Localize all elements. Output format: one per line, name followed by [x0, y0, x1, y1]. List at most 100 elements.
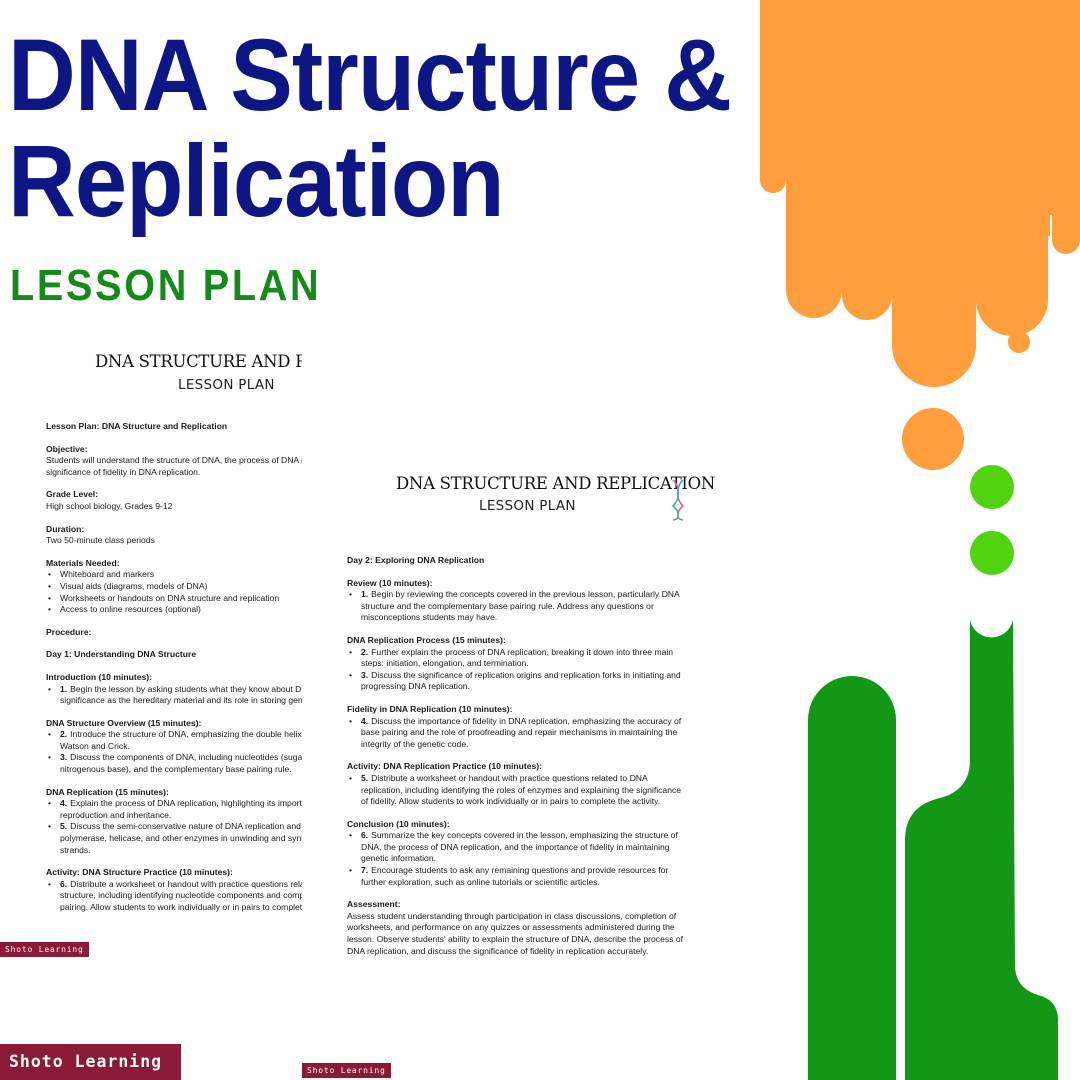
page1-replication-list: 4.Explain the process of DNA replication…	[46, 798, 302, 856]
page2-header-title: DNA STRUCTURE AND REPLICATION	[396, 474, 716, 493]
item-text: Watson and Crick.	[60, 740, 130, 751]
item-text: Discuss the significance of replication …	[371, 669, 681, 680]
item-text: of fidelity. Allow students to work indi…	[361, 796, 661, 807]
item-text: Discuss the components of DNA, including…	[70, 752, 302, 763]
item-number: 5.	[361, 772, 369, 783]
list-item: 3.Discuss the components of DNA, includi…	[48, 752, 302, 775]
page2-header-subtitle: LESSON PLAN	[479, 498, 576, 514]
item-text: replication, including identifying the r…	[361, 784, 682, 795]
item-number: 6.	[361, 830, 369, 841]
item-text: further exploration, such as online tuto…	[361, 876, 600, 887]
item-text: structure, including identifying nucleot…	[60, 890, 302, 901]
page2-activity-label: Activity: DNA Replication Practice (10 m…	[347, 761, 542, 772]
list-item: 1.Begin by reviewing the concepts covere…	[349, 589, 717, 624]
page1-objective-text: significance of fidelity in DNA replicat…	[46, 466, 201, 477]
page1-header-subtitle: LESSON PLAN	[178, 377, 275, 393]
page1-replication-label: DNA Replication (15 minutes):	[46, 786, 169, 797]
item-text: Begin the lesson by asking students what…	[70, 683, 302, 694]
item-text: significance as the hereditary material …	[60, 695, 302, 706]
list-item: Whiteboard and markers	[48, 569, 302, 581]
page1-day1-label: Day 1: Understanding DNA Structure	[46, 649, 197, 660]
page2-review-label: Review (10 minutes):	[347, 577, 433, 588]
page1-materials-list: Whiteboard and markers Visual aids (diag…	[46, 569, 302, 615]
list-item: 4.Explain the process of DNA replication…	[48, 798, 302, 821]
hero-title: DNA Structure &Replication	[8, 22, 732, 234]
item-text: Distribute a worksheet or handout with p…	[70, 878, 302, 889]
page1-grade-value: High school biology, Grades 9-12	[46, 500, 173, 511]
item-text: Distribute a worksheet or handout with p…	[371, 772, 648, 783]
list-item: 7.Encourage students to ask any remainin…	[349, 865, 717, 888]
item-text: reproduction and inheritance.	[60, 809, 172, 820]
page1-procedure-label: Procedure:	[46, 626, 92, 637]
item-number: 1.	[361, 589, 369, 600]
item-text: Introduce the structure of DNA, emphasiz…	[70, 729, 302, 740]
page1-intro-label: Introduction (10 minutes):	[46, 671, 152, 682]
page2-assessment-label: Assessment:	[347, 899, 401, 910]
item-number: 7.	[361, 865, 369, 876]
item-number: 2.	[60, 729, 68, 740]
page2-assessment-text: DNA replication, and discuss the signifi…	[347, 945, 649, 956]
page1-body: Lesson Plan: DNA Structure and Replicati…	[46, 421, 302, 914]
page2-conclusion-label: Conclusion (10 minutes):	[347, 818, 450, 829]
document-page-1: DNA STRUCTURE AND REPLICATION LESSON PLA…	[0, 340, 302, 960]
item-text: integrity of the genetic code.	[361, 738, 469, 749]
list-item: Access to online resources (optional)	[48, 604, 302, 616]
page2-assessment-text: lesson. Observe students' ability to exp…	[347, 934, 684, 945]
page2-activity-list: 5.Distribute a worksheet or handout with…	[347, 773, 717, 808]
page2-assessment-text: worksheets, and performance on any quizz…	[347, 922, 675, 933]
list-item: 3.Discuss the significance of replicatio…	[349, 669, 717, 693]
item-text: DNA, the process of DNA replication, and…	[361, 841, 670, 852]
page1-duration-label: Duration:	[46, 523, 85, 534]
page1-intro-list: 1.Begin the lesson by asking students wh…	[46, 684, 302, 707]
list-item: Worksheets or handouts on DNA structure …	[48, 593, 302, 605]
item-text: nitrogenous base), and the complementary…	[60, 764, 292, 775]
item-text: misconceptions students may have.	[361, 612, 498, 623]
page1-plan-title: Lesson Plan: DNA Structure and Replicati…	[46, 421, 228, 431]
brand-badge-page1: Shoto Learning	[0, 942, 89, 957]
page1-materials-label: Materials Needed:	[46, 557, 120, 568]
dna-helix-icon	[671, 479, 685, 521]
item-text: pairing. Allow students to work individu…	[60, 902, 302, 912]
list-item: 5.Discuss the semi-conservative nature o…	[48, 821, 302, 856]
page2-body: Day 2: Exploring DNA Replication Review …	[347, 555, 717, 957]
item-number: 3.	[361, 669, 369, 680]
list-item: 6.Distribute a worksheet or handout with…	[48, 878, 302, 914]
item-text: Summarize the key concepts covered in th…	[371, 830, 678, 841]
list-item: 6.Summarize the key concepts covered in …	[349, 830, 717, 865]
page2-conclusion-list: 6.Summarize the key concepts covered in …	[347, 830, 717, 888]
list-item: 2.Further explain the process of DNA rep…	[349, 646, 717, 670]
page2-process-list: 2.Further explain the process of DNA rep…	[347, 647, 717, 693]
list-item: Visual aids (diagrams, models of DNA)	[48, 581, 302, 593]
item-text: Begin by reviewing the concepts covered …	[371, 589, 680, 600]
green-drip-shape	[808, 620, 1058, 1080]
brand-badge-main: Shoto Learning	[0, 1044, 181, 1080]
item-text: base pairing and the role of proofreadin…	[361, 727, 678, 738]
item-text: Discuss the semi-conservative nature of …	[70, 821, 302, 832]
brand-badge-page2: Shoto Learning	[302, 1063, 391, 1078]
page2-review-list: 1.Begin by reviewing the concepts covere…	[347, 589, 717, 624]
item-text: Discuss the importance of fidelity in DN…	[371, 715, 682, 726]
item-text: polymerase, helicase, and other enzymes …	[60, 833, 302, 844]
item-text: Further explain the process of DNA repli…	[371, 646, 674, 657]
page1-header-title: DNA STRUCTURE AND REPLICATION	[95, 352, 302, 371]
item-number: 6.	[60, 878, 68, 889]
page2-day2-label: Day 2: Exploring DNA Replication	[347, 555, 485, 565]
item-number: 3.	[60, 752, 68, 763]
orange-drip-shape	[760, 0, 1080, 470]
page2-assessment-text: Assess student understanding through par…	[347, 910, 677, 921]
item-number: 4.	[60, 798, 68, 809]
page1-overview-list: 2.Introduce the structure of DNA, emphas…	[46, 729, 302, 775]
document-page-2: DNA STRUCTURE AND REPLICATION LESSON PLA…	[302, 462, 720, 962]
item-number: 2.	[361, 646, 369, 657]
page1-objective-label: Objective:	[46, 443, 88, 454]
page2-process-label: DNA Replication Process (15 minutes):	[347, 634, 506, 645]
page1-overview-label: DNA Structure Overview (15 minutes):	[46, 717, 202, 728]
item-text: Explain the process of DNA replication, …	[70, 798, 302, 809]
hero-title-line2: Replication	[8, 124, 505, 238]
item-text: strands.	[60, 844, 91, 855]
item-number: 1.	[60, 683, 68, 694]
hero-subtitle: LESSON PLAN	[10, 261, 322, 310]
item-number: 4.	[361, 715, 369, 726]
item-text: steps: initiation, elongation, and termi…	[361, 658, 529, 669]
page1-grade-label: Grade Level:	[46, 489, 99, 500]
